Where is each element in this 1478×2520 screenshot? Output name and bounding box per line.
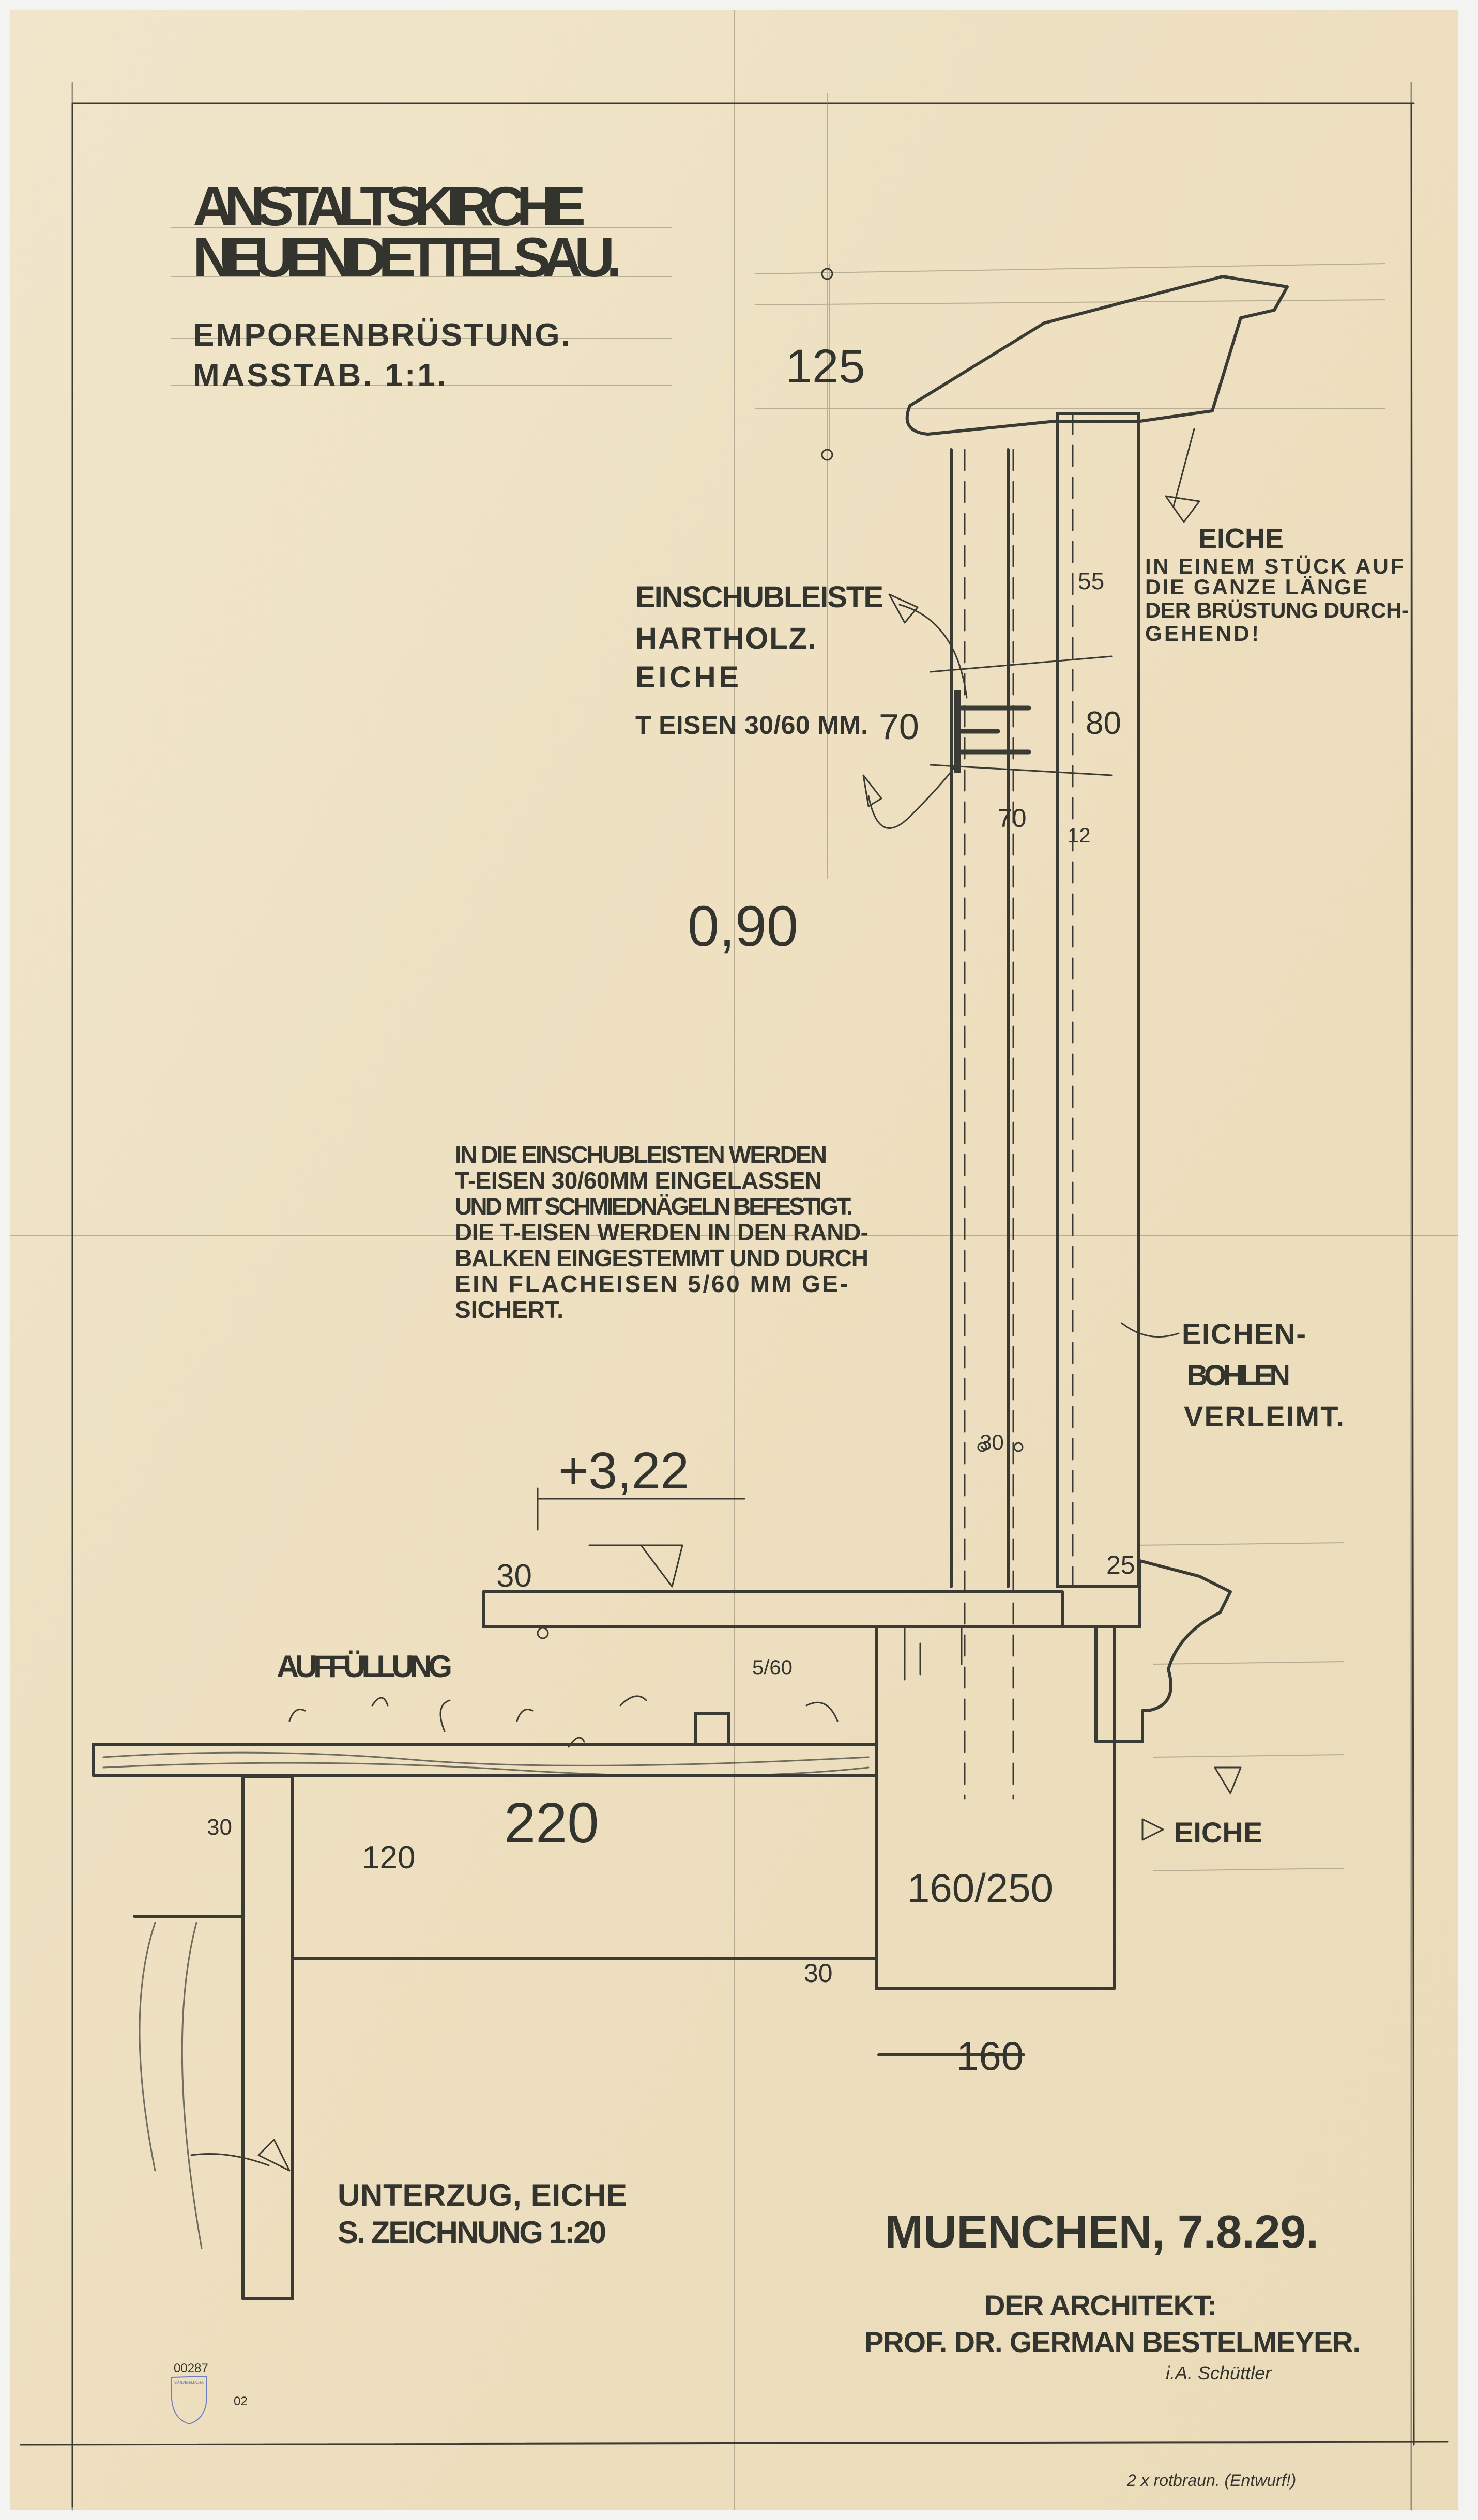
cap-note-line-3: DER BRÜSTUNG DURCH-	[1145, 598, 1409, 622]
note-line-5: BALKEN EINGESTEMMT UND DURCH	[455, 1244, 868, 1271]
t-iron-label: T EISEN 30/60 MM.	[635, 711, 868, 740]
dim-board-55: 55	[1078, 567, 1104, 594]
cap-material-label: EICHE	[1198, 523, 1284, 554]
pencil-note: 2 x rotbraun. (Entwurf!)	[1126, 2471, 1296, 2490]
planks-line-1: EICHEN-	[1182, 1317, 1306, 1350]
level-value: +3,22	[558, 1442, 689, 1500]
balustrade-section	[930, 412, 1140, 1800]
note-line-7: SICHERT.	[455, 1296, 563, 1323]
dim-plank-30: 30	[496, 1558, 532, 1594]
note-line-1: IN DIE EINSCHUBLEISTEN WERDEN	[455, 1141, 827, 1168]
architect-name: PROF. DR. GERMAN BESTELMEYER.	[864, 2326, 1361, 2358]
title-line-1: ANSTALTSKIRCHE	[193, 175, 586, 237]
dim-joist-120: 120	[362, 1840, 415, 1876]
beam-material-text: EICHE	[1174, 1816, 1262, 1849]
planks-line-3: VERLEIMT.	[1184, 1400, 1344, 1433]
slide-strip-line-2: HARTHOLZ.	[635, 622, 816, 655]
sheet-number: 02	[234, 2394, 248, 2408]
fill-and-ceiling	[92, 1695, 1025, 2300]
slide-strip-label: EINSCHUBLEISTE HARTHOLZ. EICHE T EISEN 3…	[635, 580, 883, 740]
drawing-subtitle: EMPORENBRÜSTUNG.	[193, 317, 570, 353]
inventory-number: 00287	[174, 2361, 208, 2375]
cap-note-line-1: IN EINEM STÜCK AUF	[1145, 554, 1404, 578]
planks-line-2: BOHLEN	[1187, 1359, 1290, 1391]
girder-line-2: S. ZEICHNUNG 1:20	[338, 2215, 606, 2250]
dim-t-iron-80: 80	[1086, 705, 1121, 741]
note-line-3: UND MIT SCHMIEDNÄGELN BEFESTIGT.	[455, 1193, 853, 1220]
dim-joist-30: 30	[207, 1815, 232, 1840]
cap-note: EICHE IN EINEM STÜCK AUF DIE GANZE LÄNGE…	[1145, 428, 1409, 646]
slide-strip-line-1: EINSCHUBLEISTE	[635, 580, 883, 614]
cap-note-line-2: DIE GANZE LÄNGE	[1145, 575, 1367, 599]
fill-label: AUFFÜLLUNG	[277, 1649, 452, 1684]
dim-molding-25: 25	[1106, 1550, 1135, 1579]
construction-lines	[754, 93, 1386, 1871]
beam-material-label: EICHE	[1141, 1766, 1262, 1849]
cap-note-line-4: GEHEND!	[1145, 621, 1259, 646]
planks-label: EICHEN- BOHLEN VERLEIMT.	[1121, 1317, 1344, 1433]
dim-t-iron-12: 12	[1068, 824, 1091, 847]
note-line-4: DIE T-EISEN WERDEN IN DEN RAND-	[455, 1219, 868, 1246]
dim-beam-160: 160	[956, 2033, 1024, 2079]
signed-by: i.A. Schüttler	[1166, 2362, 1272, 2384]
dim-beam-30: 30	[804, 1959, 833, 1988]
note-line-2: T-EISEN 30/60MM EINGELASSEN	[455, 1167, 822, 1194]
t-iron-detail	[862, 593, 1031, 829]
slide-strip-line-3: EICHE	[635, 660, 739, 694]
place-date: MUENCHEN, 7.8.29.	[885, 2206, 1319, 2258]
signature-block: MUENCHEN, 7.8.29. DER ARCHITEKT: PROF. D…	[864, 2206, 1361, 2384]
dim-t-iron-70-bottom: 70	[998, 804, 1027, 833]
girder-label: UNTERZUG, EICHE S. ZEICHNUNG 1:20	[190, 2139, 627, 2250]
drawing-frame	[20, 82, 1449, 2511]
dim-flat-iron: 5/60	[752, 1656, 793, 1679]
title-line-2: NEUENDETTELSAU.	[193, 226, 622, 288]
dim-total-height: 0,90	[688, 895, 798, 958]
girder-line-1: UNTERZUG, EICHE	[338, 2178, 627, 2212]
main-construction-note: IN DIE EINSCHUBLEISTEN WERDEN T-EISEN 30…	[455, 1141, 868, 1323]
level-marker: +3,22	[537, 1442, 745, 1531]
dim-beam-160-250: 160/250	[907, 1865, 1053, 1911]
note-line-6: EIN FLACHEISEN 5/60 MM GE-	[455, 1270, 848, 1297]
stamp-text: STÄDT. GALERIE MÜNCHEN	[174, 2380, 204, 2385]
floor-section	[482, 1442, 1232, 1990]
drawing-scale: MASSTAB. 1:1.	[193, 358, 446, 393]
cap-rail-section	[821, 268, 1289, 461]
archive-stamp: 00287 STÄDT. GALERIE MÜNCHEN 02 2 x rotb…	[171, 2361, 1296, 2490]
dim-cap-height: 125	[786, 340, 865, 393]
dim-board-30: 30	[980, 1430, 1004, 1454]
dim-span-220: 220	[504, 1791, 599, 1855]
architect-role: DER ARCHITEKT:	[984, 2289, 1217, 2322]
dim-t-iron-70-left: 70	[879, 706, 919, 747]
